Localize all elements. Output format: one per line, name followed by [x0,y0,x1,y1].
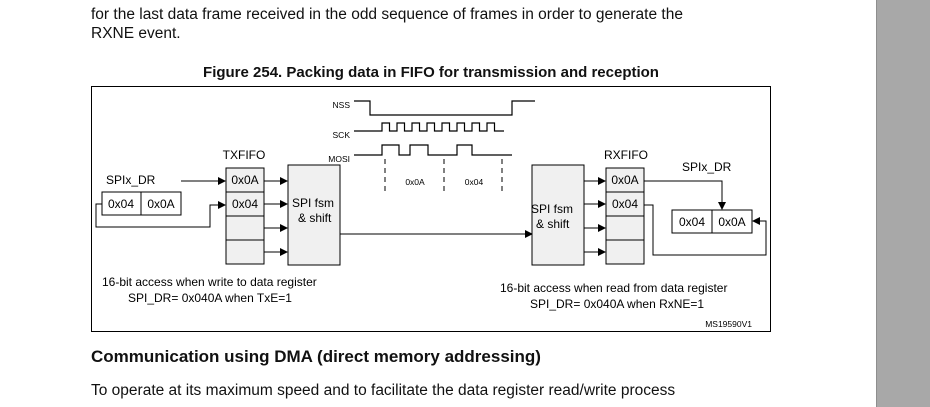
rx-fsm-label: & shift [536,217,570,231]
paragraph-line: for the last data frame received in the … [91,6,683,23]
rx-dr-byte: 0x04 [679,215,705,229]
txfifo-label: TXFIFO [223,148,266,162]
tx-dr-byte: 0x0A [147,197,174,211]
mosi-waveform [354,144,512,156]
tx-spi-fsm-block [287,164,341,266]
rxfifo-cell: 0x04 [612,197,638,211]
txfifo-to-fsm-arrows [264,177,288,256]
rx-note: 16-bit access when read from data regist… [500,281,727,295]
sck-label: SCK [333,130,351,140]
tx-spix-dr-label: SPIx_DR [106,173,156,187]
section-heading: Communication using DMA (direct memory a… [91,347,541,366]
txfifo-cell: 0x0A [231,173,258,187]
sck-waveform [354,122,504,132]
rxfifo-label: RXFIFO [604,148,648,162]
byte-boundaries [384,159,503,195]
figure-reference: MS19590V1 [705,319,752,329]
rx-spi-fsm-block [531,164,585,266]
rx-dr-byte: 0x0A [718,215,745,229]
tx-note: SPI_DR= 0x040A when TxE=1 [128,291,292,305]
rx-fsm-label: SPI fsm [531,202,573,216]
rx-spix-dr-label: SPIx_DR [682,160,732,174]
tx-note: 16-bit access when write to data registe… [102,275,317,289]
nss-label: NSS [333,100,351,110]
txfifo-cell: 0x04 [232,197,258,211]
paragraph-line: RXNE event. [91,25,181,42]
mosi-label: MOSI [328,154,350,164]
fifo-diagram: NSS SCK MOSI 0x0A 0x04 SPIx_DR 0x04 0x0A [95,100,767,329]
tx-fsm-label: & shift [298,211,332,225]
scrollbar-track[interactable] [876,0,930,407]
tx-fsm-label: SPI fsm [292,196,334,210]
rx-note: SPI_DR= 0x040A when RxNE=1 [530,297,704,311]
tx-dr-byte: 0x04 [108,197,134,211]
figure-title: Figure 254. Packing data in FIFO for tra… [203,64,659,81]
figure-diagram: NSS SCK MOSI 0x0A 0x04 SPIx_DR 0x04 0x0A [91,86,771,332]
rxfifo-to-dr-arrows [644,180,767,256]
txfifo [225,167,265,265]
document-page: for the last data frame received in the … [91,6,771,399]
mosi-byte-0x0a: 0x0A [405,177,425,187]
mosi-byte-0x04: 0x04 [465,177,484,187]
paragraph-line: To operate at its maximum speed and to f… [91,382,676,399]
nss-waveform [354,100,535,116]
rxfifo [605,167,645,265]
rxfifo-cell: 0x0A [611,173,638,187]
fsm-to-rxfifo-arrows [584,177,606,256]
